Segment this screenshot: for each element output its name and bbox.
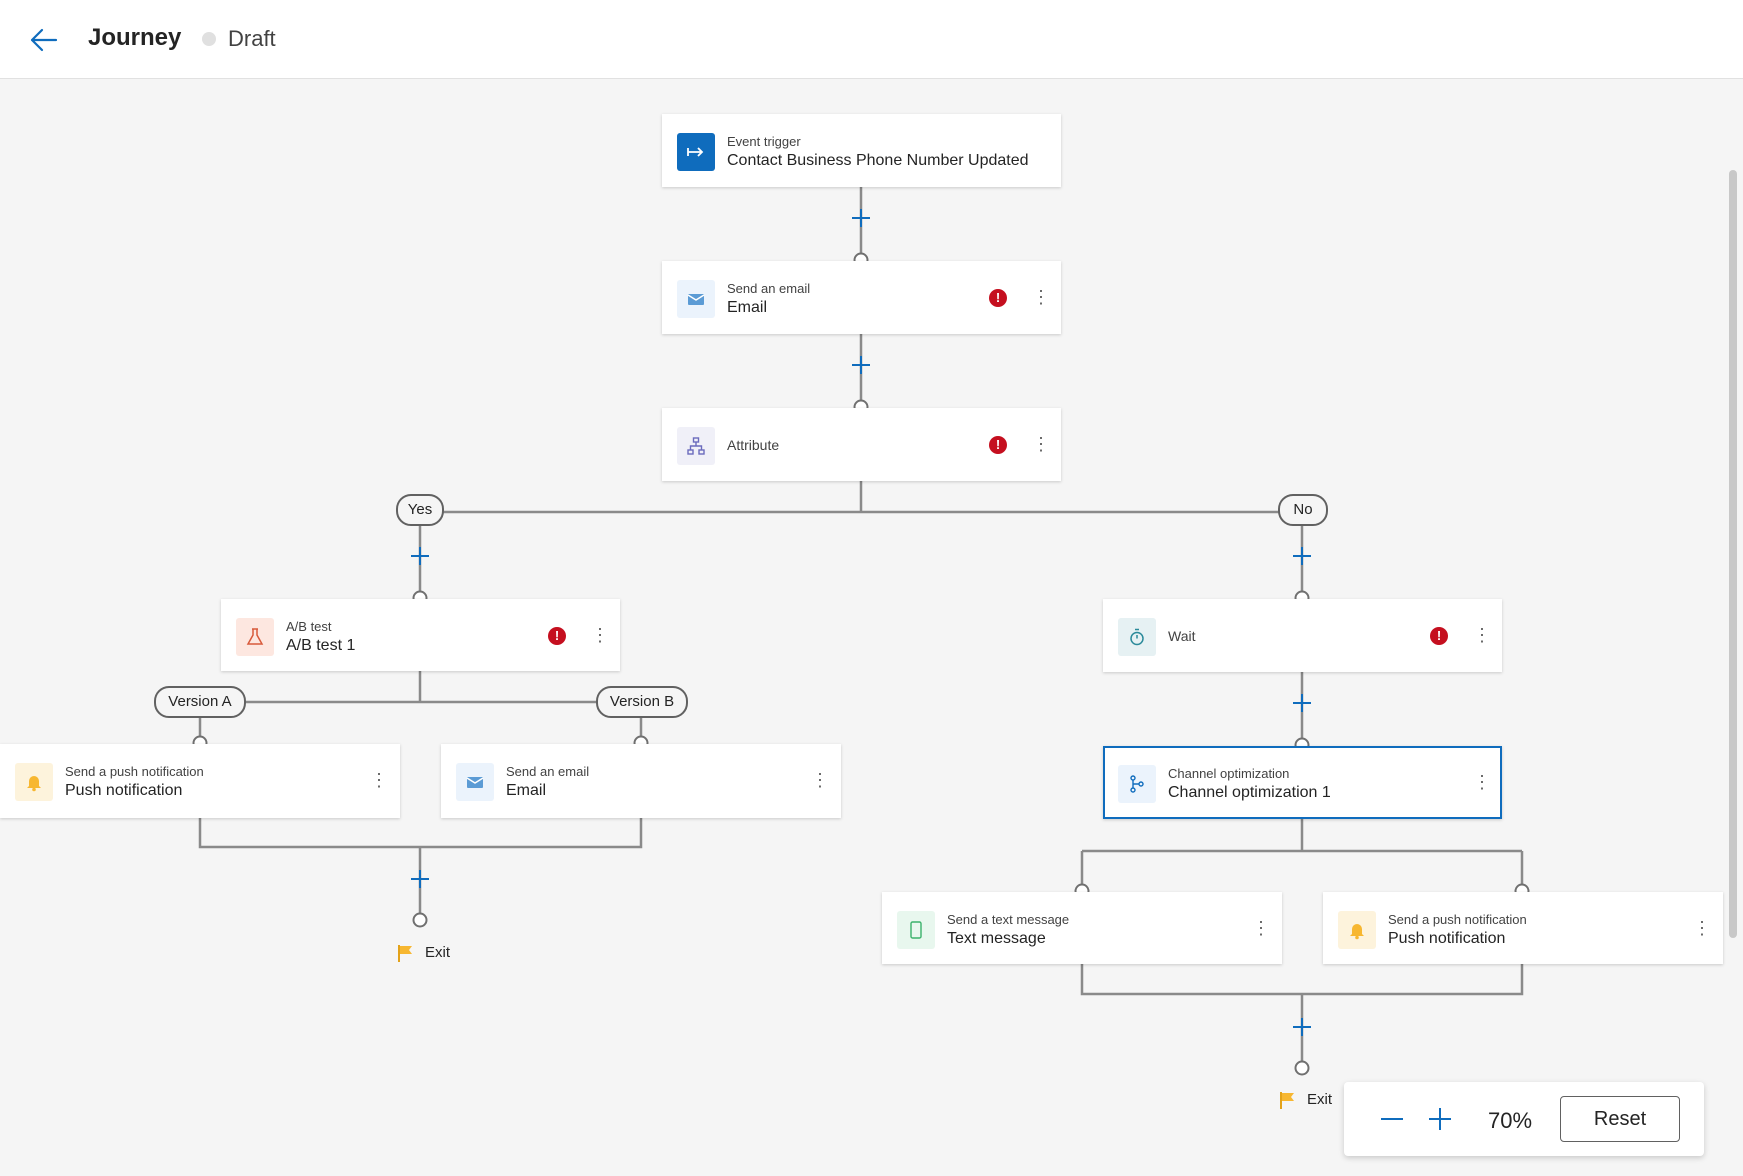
tile-type-label: Send an email — [727, 281, 811, 296]
tile-type-label: Attribute — [727, 437, 780, 453]
vertical-scrollbar[interactable] — [1729, 170, 1737, 938]
tile-send-push-notification[interactable]: Send a push notification Push notificati… — [1323, 892, 1723, 964]
tile-name: Push notification — [1388, 930, 1506, 947]
tile-type-label: A/B test — [286, 619, 332, 634]
tile-type-label: Wait — [1168, 628, 1196, 644]
event-trigger-icon — [677, 133, 715, 171]
tile-channel-optimization[interactable]: Channel optimization Channel optimizatio… — [1103, 746, 1502, 819]
more-vertical-icon[interactable]: ⋮ — [1473, 625, 1491, 645]
error-icon: ! — [989, 289, 1007, 307]
phone-icon — [897, 911, 935, 949]
more-vertical-icon[interactable]: ⋮ — [811, 770, 829, 790]
add-step-plus-icon[interactable] — [408, 544, 432, 568]
status-dot — [202, 32, 216, 46]
tile-name: A/B test 1 — [286, 637, 356, 654]
error-icon: ! — [989, 436, 1007, 454]
exit-label: Exit — [425, 944, 451, 961]
tile-name: Contact Business Phone Number Updated — [727, 152, 1029, 169]
reset-zoom-button[interactable]: Reset — [1560, 1096, 1680, 1142]
tile-name: Email — [727, 299, 768, 316]
tile-name: Push notification — [65, 782, 183, 799]
tile-type-label: Event trigger — [727, 134, 801, 149]
zoom-level: 70% — [1488, 1108, 1533, 1133]
add-step-plus-icon[interactable] — [1290, 544, 1314, 568]
tile-name: Channel optimization 1 — [1168, 784, 1331, 801]
more-vertical-icon[interactable]: ⋮ — [1032, 434, 1050, 454]
more-vertical-icon[interactable]: ⋮ — [1252, 918, 1270, 938]
bell-icon — [15, 763, 53, 801]
more-vertical-icon[interactable]: ⋮ — [1693, 918, 1711, 938]
branch-version-b[interactable]: Version B — [596, 686, 688, 718]
zoom-controls: 70% Reset — [1344, 1082, 1704, 1156]
tile-send-email[interactable]: Send an email Email ! ⋮ — [662, 261, 1061, 334]
exit-label: Exit — [1307, 1091, 1333, 1108]
tile-type-label: Send an email — [506, 764, 590, 779]
add-step-plus-icon[interactable] — [849, 206, 873, 230]
tile-type-label: Send a push notification — [1388, 912, 1527, 927]
journey-canvas[interactable]: Yes No Version A Version B Event trigger… — [0, 80, 1743, 1176]
hierarchy-icon — [677, 427, 715, 465]
status-label: Draft — [228, 26, 276, 51]
bell-icon — [1338, 911, 1376, 949]
add-step-plus-icon[interactable] — [408, 867, 432, 891]
error-icon: ! — [1430, 627, 1448, 645]
zoom-out-minus-icon[interactable] — [1376, 1103, 1408, 1135]
tile-send-text-message[interactable]: Send a text message Text message ⋮ — [882, 892, 1282, 964]
branch-yes[interactable]: Yes — [396, 494, 444, 526]
add-step-plus-icon[interactable] — [1290, 1015, 1314, 1039]
header-bar: Journey Draft — [0, 0, 1743, 79]
flask-icon — [236, 618, 274, 656]
tile-name: Email — [506, 782, 547, 799]
zoom-in-plus-icon[interactable] — [1424, 1103, 1456, 1135]
flag-icon — [398, 945, 412, 962]
branch-version-a[interactable]: Version A — [154, 686, 246, 718]
back-arrow-icon[interactable] — [24, 20, 64, 60]
error-icon: ! — [548, 627, 566, 645]
more-vertical-icon[interactable]: ⋮ — [1032, 287, 1050, 307]
tile-type-label: Send a text message — [947, 912, 1070, 927]
tile-name: Text message — [947, 930, 1046, 947]
mail-icon — [456, 763, 494, 801]
branch-no[interactable]: No — [1278, 494, 1328, 526]
more-vertical-icon[interactable]: ⋮ — [591, 625, 609, 645]
add-step-plus-icon[interactable] — [1290, 691, 1314, 715]
tile-event-trigger[interactable]: Event trigger Contact Business Phone Num… — [662, 114, 1061, 187]
tile-ab-test[interactable]: A/B test A/B test 1 ! ⋮ — [221, 599, 620, 671]
add-step-plus-icon[interactable] — [849, 353, 873, 377]
tile-send-email[interactable]: Send an email Email ⋮ — [441, 744, 841, 818]
tile-type-label: Channel optimization — [1168, 766, 1290, 781]
mail-icon — [677, 280, 715, 318]
tile-send-push-notification[interactable]: Send a push notification Push notificati… — [0, 744, 400, 818]
tile-type-label: Send a push notification — [65, 764, 204, 779]
more-vertical-icon[interactable]: ⋮ — [370, 770, 388, 790]
flag-icon — [1280, 1092, 1294, 1109]
tile-attribute[interactable]: Attribute ! ⋮ — [662, 408, 1061, 481]
page-title: Journey — [88, 24, 182, 51]
more-vertical-icon[interactable]: ⋮ — [1473, 772, 1491, 792]
branch-icon — [1118, 765, 1156, 803]
timer-icon — [1118, 618, 1156, 656]
tile-wait[interactable]: Wait ! ⋮ — [1103, 599, 1502, 672]
